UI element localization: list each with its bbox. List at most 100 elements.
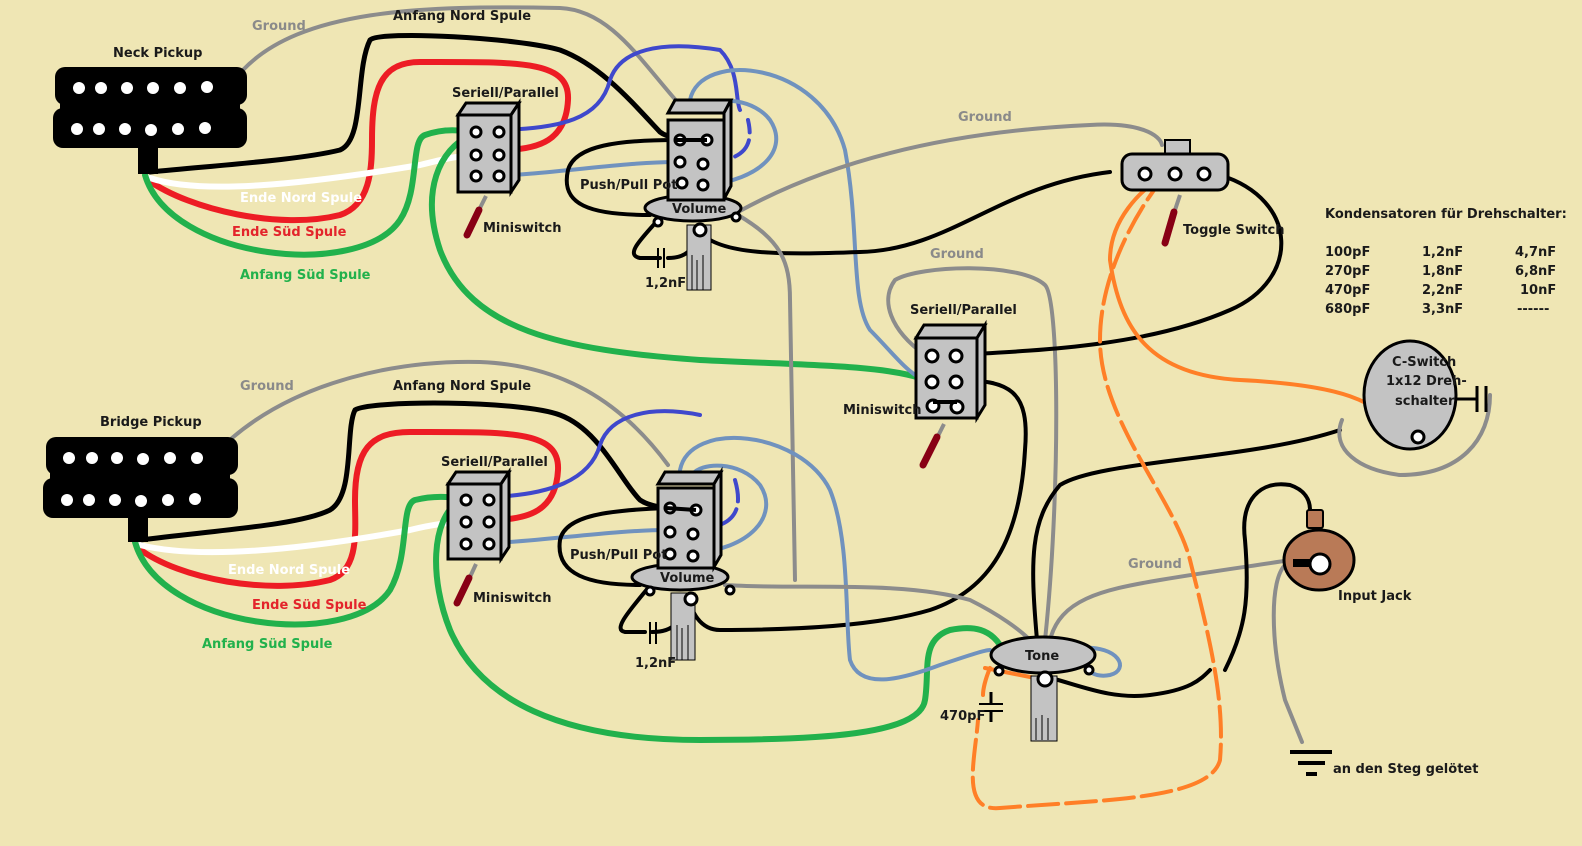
table-row: 270pF 1,8nF 6,8nF <box>1325 264 1556 279</box>
capacitor-table-title: Kondensatoren für Drehschalter: <box>1325 207 1567 222</box>
cswitch-line2: 1x12 Dreh- <box>1386 374 1467 389</box>
tone-pot[interactable] <box>979 635 1097 742</box>
wire-bridge-ende-sued <box>135 428 562 589</box>
ground-note-label: an den Steg gelötet <box>1333 762 1478 777</box>
wire-neck-vol-ground <box>736 213 797 582</box>
wire-bridge-blue <box>488 409 702 499</box>
lever-icon[interactable] <box>463 206 483 239</box>
wire-tone-orange <box>983 666 1037 680</box>
table-row: 680pF 3,3nF ------ <box>1325 302 1549 317</box>
neck-miniswitch[interactable] <box>455 98 522 239</box>
pole-pieces <box>61 452 203 507</box>
c-switch[interactable] <box>1362 339 1488 451</box>
table-cell: 1,2nF <box>1422 245 1463 260</box>
wire-bridge-cap-loop <box>618 586 650 634</box>
neck-switch-label: Seriell/Parallel <box>452 86 559 101</box>
wires <box>132 5 1492 811</box>
wire-mid-black-tone2 <box>1031 428 1342 642</box>
neck-pickup-label: Neck Pickup <box>113 46 202 61</box>
wire-mid-black-toggle <box>953 173 1284 357</box>
wire-cswitch-orange <box>1108 173 1402 437</box>
neck-pot-label: Push/Pull Pot <box>580 178 677 193</box>
tone-cap-label: 470pF <box>940 709 985 724</box>
neck-anfang-sued-label: Anfang Süd Spule <box>240 268 371 283</box>
wire-neck-anfang-nord <box>147 32 709 175</box>
wire-neck-cap-loop <box>631 218 662 260</box>
bridge-ende-sued-label: Ende Süd Spule <box>252 598 367 613</box>
jack-label: Input Jack <box>1338 589 1412 604</box>
tone-ground-label: Ground <box>1128 557 1182 572</box>
wire-bridge-ende-nord <box>137 519 471 556</box>
bridge-switch-label: Seriell/Parallel <box>441 455 548 470</box>
table-cell: 4,7nF <box>1515 245 1556 260</box>
wire-neck-ende-sued <box>145 58 572 224</box>
middle-miniswitch[interactable] <box>913 319 988 469</box>
bridge-miniswitch[interactable] <box>445 467 512 607</box>
bridge-anfang-nord-label: Anfang Nord Spule <box>393 379 531 394</box>
wire-bridge-green-to-tone <box>433 497 1003 743</box>
neck-volume-pot[interactable] <box>643 98 743 291</box>
bridge-ground-label: Ground <box>240 379 294 394</box>
bridge-pickup <box>43 437 238 542</box>
wire-neck-vol-out <box>698 170 1112 256</box>
wire-neck-lblue-loop <box>688 68 922 380</box>
table-cell: 270pF <box>1325 264 1370 279</box>
tone-label: Tone <box>1025 649 1059 664</box>
wire-jack-hot <box>1223 482 1312 672</box>
labels: Neck Pickup Ground Anfang Nord Spule End… <box>100 9 1478 777</box>
bridge-ende-nord-label: Ende Nord Spule <box>228 563 350 578</box>
wire-bridge-anfang-nord <box>137 400 695 543</box>
cswitch-line3: schalter <box>1395 394 1455 409</box>
wire-tone-ground-jack <box>1048 558 1292 642</box>
table-cell: 1,8nF <box>1422 264 1463 279</box>
wire-bridge-vol-ground <box>723 583 1032 642</box>
neck-pickup <box>53 67 247 174</box>
wire-tone-out-black <box>1038 668 1212 698</box>
bridge-pot-label: Push/Pull Pot <box>570 548 667 563</box>
wire-neck-green-to-mid <box>429 132 923 381</box>
table-cell: 470pF <box>1325 283 1370 298</box>
ground-icon <box>1290 750 1332 776</box>
lever-icon[interactable] <box>453 574 473 607</box>
neck-ground-label: Ground <box>252 19 306 34</box>
bridge-pickup-label: Bridge Pickup <box>100 415 202 430</box>
pole-pieces <box>71 81 213 136</box>
wire-bridge-lblue-loop <box>678 435 992 682</box>
middle-switch-label: Seriell/Parallel <box>910 303 1017 318</box>
lever-icon[interactable] <box>1161 208 1178 247</box>
wire-cswitch-ground <box>1337 393 1492 477</box>
wire-neck-ende-nord <box>147 152 481 190</box>
toggle-switch[interactable] <box>1120 139 1230 247</box>
neck-anfang-nord-label: Anfang Nord Spule <box>393 9 531 24</box>
table-row: 100pF 1,2nF 4,7nF <box>1325 245 1556 260</box>
lever-icon[interactable] <box>919 433 941 469</box>
table-cell: 100pF <box>1325 245 1370 260</box>
table-cell: 680pF <box>1325 302 1370 317</box>
neck-miniswitch-label: Miniswitch <box>483 221 561 236</box>
wire-bridge-ground <box>230 359 670 467</box>
wire-toggle-orange <box>970 173 1223 811</box>
wire-neck-push-black <box>564 138 678 217</box>
wire-bridge-anfang-sued <box>132 493 471 628</box>
wire-neck-anfang-sued <box>142 127 481 258</box>
neck-volume-label: Volume <box>672 202 727 217</box>
table-row: 470pF 2,2nF 10nF <box>1325 283 1556 298</box>
bridge-cap-label: 1,2nF <box>635 656 676 671</box>
table-cell: 3,3nF <box>1422 302 1463 317</box>
middle-ground-label: Ground <box>930 247 984 262</box>
capacitor-table: Kondensatoren für Drehschalter: 100pF 1,… <box>1325 207 1567 317</box>
bridge-anfang-sued-label: Anfang Süd Spule <box>202 637 333 652</box>
bridge-volume-label: Volume <box>660 571 715 586</box>
bridge-miniswitch-label: Miniswitch <box>473 591 551 606</box>
bridge-volume-pot[interactable] <box>630 466 736 661</box>
neck-ende-sued-label: Ende Süd Spule <box>232 225 347 240</box>
toggle-switch-label: Toggle Switch <box>1183 223 1285 238</box>
table-cell: 2,2nF <box>1422 283 1463 298</box>
wire-neck-blue <box>498 44 742 132</box>
wire-bridge-push-black <box>557 506 670 587</box>
toggle-ground-label: Ground <box>958 110 1012 125</box>
wire-jack-ground <box>1271 563 1304 744</box>
input-jack[interactable] <box>1282 509 1356 592</box>
table-cell: 6,8nF <box>1515 264 1556 279</box>
